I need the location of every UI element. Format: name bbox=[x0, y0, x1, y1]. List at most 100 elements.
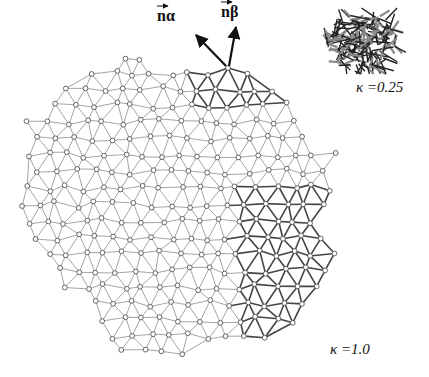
mesh-bond bbox=[142, 136, 150, 156]
mesh-bond bbox=[211, 123, 216, 141]
mesh-vertex bbox=[175, 319, 180, 324]
mesh-bond bbox=[83, 156, 104, 158]
mesh-vertex bbox=[121, 122, 126, 127]
mesh-bond bbox=[140, 86, 163, 90]
mesh-vertex bbox=[189, 236, 194, 241]
crumpled-bond bbox=[367, 52, 372, 62]
mesh-bond bbox=[133, 186, 142, 203]
mesh-bond bbox=[141, 120, 151, 137]
mesh-vertex bbox=[238, 320, 243, 325]
mesh-bond bbox=[37, 152, 50, 172]
mesh-bond bbox=[229, 306, 241, 322]
mesh-bond bbox=[126, 317, 133, 336]
mesh-bond bbox=[197, 141, 211, 156]
vector-label: nα bbox=[157, 8, 175, 24]
mesh-bond bbox=[76, 105, 88, 121]
mesh-bond bbox=[217, 289, 229, 306]
mesh-bond bbox=[113, 317, 126, 339]
crumpled-bond bbox=[383, 58, 397, 64]
mesh-vertex bbox=[170, 105, 175, 110]
mesh-bond bbox=[306, 267, 325, 270]
mesh-vertex bbox=[102, 153, 107, 158]
mesh-vertex bbox=[308, 221, 313, 226]
crumpled-bond bbox=[346, 65, 347, 74]
mesh-vertex bbox=[100, 250, 105, 255]
mesh-bond bbox=[227, 186, 234, 205]
mesh-vertex bbox=[161, 84, 166, 89]
mesh-vertex bbox=[205, 170, 210, 175]
mesh-bond bbox=[207, 188, 221, 206]
mesh-vertex bbox=[216, 217, 221, 222]
mesh-bond bbox=[163, 86, 172, 107]
mesh-vertex bbox=[171, 73, 176, 78]
mesh-bond bbox=[266, 203, 289, 205]
mesh-bond bbox=[92, 71, 118, 74]
mesh-bond bbox=[151, 222, 164, 237]
mesh-vertex bbox=[209, 139, 214, 144]
mesh-bond bbox=[266, 269, 286, 274]
mesh-bond bbox=[161, 351, 182, 354]
mesh-vertex bbox=[280, 136, 285, 141]
mesh-bond bbox=[120, 186, 142, 190]
mesh-bond bbox=[234, 120, 257, 125]
mesh-bond bbox=[191, 239, 201, 255]
mesh-bond bbox=[248, 284, 254, 302]
mesh-vertex bbox=[252, 89, 257, 94]
mesh-vertex bbox=[245, 233, 250, 238]
mesh-vertex bbox=[300, 134, 305, 139]
mesh-bond bbox=[196, 75, 208, 91]
mesh-bond bbox=[190, 267, 198, 290]
mesh-bond bbox=[178, 285, 199, 290]
mesh-vertex bbox=[86, 118, 91, 123]
mesh-vertex bbox=[225, 203, 230, 208]
mesh-vertex bbox=[252, 282, 257, 287]
mesh-vertex bbox=[34, 170, 39, 175]
mesh-bond bbox=[66, 74, 92, 89]
mesh-vertex bbox=[111, 234, 116, 239]
mesh-vertex bbox=[181, 185, 186, 190]
mesh-bond bbox=[86, 88, 106, 91]
mesh-bond bbox=[130, 223, 141, 240]
mesh-bond bbox=[132, 301, 141, 318]
mesh-bond bbox=[37, 137, 50, 153]
mesh-vertex bbox=[189, 102, 194, 107]
crumpled-bond bbox=[363, 54, 376, 56]
mesh-bond bbox=[127, 271, 136, 288]
mesh-bond bbox=[190, 187, 200, 208]
vector-accent bbox=[221, 2, 232, 3]
mesh-bond bbox=[230, 138, 239, 158]
normal-arrow bbox=[229, 27, 236, 66]
mesh-bond bbox=[310, 253, 334, 255]
mesh-bond bbox=[244, 336, 265, 338]
mesh-vertex bbox=[46, 219, 51, 224]
mesh-vertex bbox=[175, 283, 180, 288]
mesh-bond bbox=[94, 218, 101, 236]
mesh-vertex bbox=[45, 119, 50, 124]
mesh-bond bbox=[208, 68, 228, 75]
mesh-vertex bbox=[274, 254, 279, 259]
mesh-vertex bbox=[320, 168, 325, 173]
mesh-bond bbox=[142, 156, 162, 157]
mesh-bond bbox=[130, 136, 151, 139]
mesh-bond bbox=[217, 138, 229, 158]
crumpled-bond bbox=[356, 64, 359, 74]
mesh-vertex bbox=[61, 222, 66, 227]
mesh-vertex bbox=[314, 284, 319, 289]
mesh-bond bbox=[103, 284, 127, 289]
mesh-bond bbox=[225, 274, 240, 290]
mesh-vertex bbox=[87, 287, 92, 292]
mesh-bond bbox=[235, 251, 259, 254]
crumpled-bond bbox=[350, 18, 360, 20]
mesh-bond bbox=[258, 155, 278, 157]
mesh-vertex bbox=[143, 347, 148, 352]
mesh-bond bbox=[234, 174, 249, 187]
mesh-vertex bbox=[169, 300, 174, 305]
mesh-bond bbox=[87, 201, 93, 220]
mesh-vertex bbox=[303, 265, 308, 270]
mesh-bond bbox=[27, 156, 29, 186]
mesh-bond bbox=[102, 253, 114, 273]
mesh-vertex bbox=[123, 56, 128, 61]
mesh-vertex bbox=[89, 72, 94, 77]
crumpled-bond bbox=[333, 19, 337, 39]
mesh-bond bbox=[207, 219, 218, 240]
